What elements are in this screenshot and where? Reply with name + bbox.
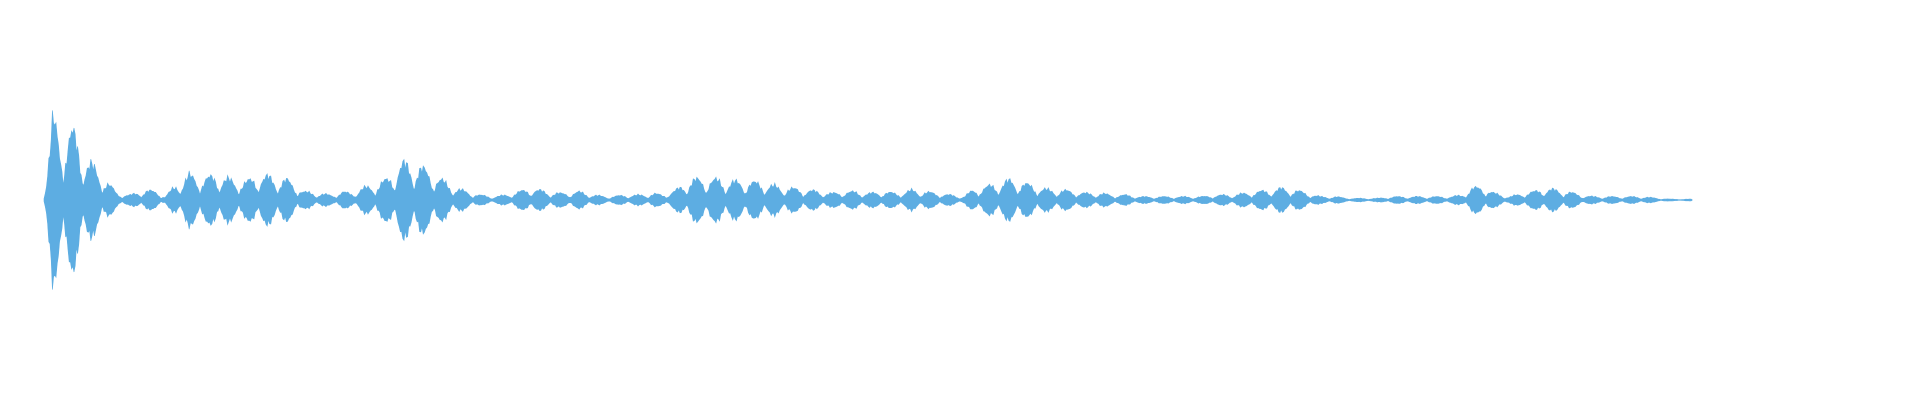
waveform-envelope — [43, 110, 1692, 290]
